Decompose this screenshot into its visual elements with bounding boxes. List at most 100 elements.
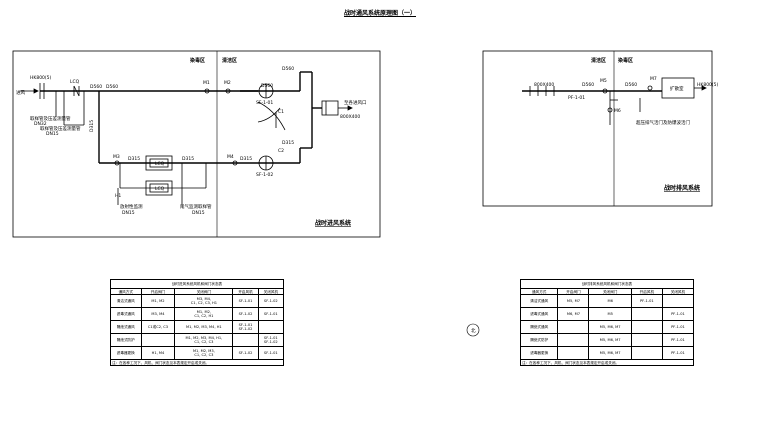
table-header-cell: 关闭阀门 [588,287,632,296]
intake-system-labels: 染毒区 清洁区 HK800(5) 进风 LCQ D560 D560 M1 M2 … [16,57,367,227]
m4-label: M4 [227,154,234,160]
table-caption: 战时排风系统风机和阀门状态表 [520,279,694,288]
note2-label: 取样管及压差测量管 [40,125,81,132]
table-cell: SF-1-01 [232,294,259,309]
exhaust-system-labels: 清洁区 染毒区 800X400 D560 D560 PF-1-01 M5 M6 … [534,57,719,192]
table-cell: PF-1-01 [661,333,695,348]
table-row: 隔绝式通风 M5, M6, M7 PF-1-01 [519,320,695,335]
table-cell: 隔绝式通风 [110,320,142,335]
intake-system-diagram [12,50,381,238]
d560-right-a-label: D560 [582,82,594,88]
table-cell: M5, M6, M7 [588,320,632,335]
table-cell: PF-1-01 [661,346,695,361]
valve-m4 [232,160,238,166]
table-cell [557,333,590,348]
filter-lcq-2 [145,180,173,196]
table-cell [630,346,663,361]
hk800-label: HK800(5) [30,75,52,81]
table-cell: PF-1-01 [630,294,663,309]
table-cell [557,346,590,361]
table-cell: 滤毒器更换 [110,346,142,361]
valve-m3 [114,160,120,166]
table-cell [557,320,590,335]
table-cell [232,333,259,348]
table-cell: M1, M2, C1, C2, H1 [174,307,234,322]
valve-m6 [607,107,613,113]
exhaust-system-diagram [482,50,713,207]
b800-label: 800X400 [340,114,360,120]
d560-right-b-label: D560 [625,82,637,88]
outlet-arrow [347,105,353,111]
d560-a-label: D560 [90,84,102,90]
pf101-label: PF-1-01 [568,95,585,101]
table-cell [630,333,663,348]
table-cell: PF-1-01 [661,320,695,335]
table-header-cell: 关闭风机 [257,287,285,296]
table-note-row: 注：在各种工况下，风机、阀门状态见本表规定开启或关闭。 [520,359,694,367]
sf101-label: SF-1-01 [256,100,273,106]
table-cell: 滤毒式通风 [110,307,142,322]
table-cell: M1, M2, M3, M4, H1 [174,320,234,335]
table-cell: 滤毒器更换 [519,346,559,361]
table-cell: M5 [588,307,632,322]
valve-m5 [602,88,608,94]
table-cell: 隔绝式通风 [519,320,559,335]
table-header-row: 通风方式开启阀门关闭阀门开启风机关闭风机 [110,287,285,296]
table-cell: SF-1-02 [232,346,259,361]
d560-b-label: D560 [106,84,118,90]
intake-system-title: 战时进风系统 [315,219,351,227]
zone-toxic-right-label: 染毒区 [618,57,633,64]
lcq-label: LCQ [70,79,80,85]
valve-m2 [225,88,231,94]
m2-label: M2 [224,80,231,86]
d560-c-label: D560 [261,83,273,89]
table-cell: M5, M6, M7 [588,333,632,348]
zone-clean-right-label: 清洁区 [591,57,606,64]
main-arrow-label: 至各进风口 [344,99,367,106]
north-mark: 北 [466,323,480,337]
table-cell [661,294,695,309]
table-cell: M1, M2, M3, C1, C2, C3 [174,346,234,361]
table-cell: 隔绝式防护 [110,333,142,348]
filter-lcq-1 [145,155,173,171]
table-header-row: 通风方式开启阀门关闭阀门开启风机关闭风机 [519,287,695,296]
table-note: 注：在各种工况下，风机、阀门状态见本表规定开启或关闭。 [520,359,694,367]
table-cell [630,307,663,322]
d315-v-label: D315 [89,120,95,132]
table-cell: SF-1-01 SF-1-02 [257,333,285,348]
hk800-right-label: HK800(5) [697,82,719,88]
c2-label: C2 [278,148,284,154]
m3-label: M3 [113,154,120,160]
exhaust-panel-frame [482,50,713,207]
inlet-arrow [33,88,39,94]
table-header-cell: 关闭风机 [661,287,695,296]
table-cell: 滤毒式通风 [519,307,559,322]
d560-top-label: D560 [282,66,294,72]
b800-right-label: 800X400 [534,82,554,88]
table-cell: M5, M6, M7 [588,346,632,361]
dn15-a-label: DN15 [46,131,59,137]
h1-label: H1 [115,193,121,199]
d315-a-label: D315 [128,156,140,162]
note1-label: 取样管及压差测量管 [30,115,71,122]
table-cell [630,320,663,335]
table-note: 注：在各种工况下，风机、阀门状态见本表规定开启或关闭。 [110,359,284,367]
exhaust-valve-state-table: 战时排风系统风机和阀门状态表 通风方式开启阀门关闭阀门开启风机关闭风机清洁式通风… [519,279,695,367]
table-cell: M6, M7 [557,307,590,322]
intake-valve-state-table: 战时进风系统风机和阀门状态表 通风方式开启阀门关闭阀门开启风机关闭风机清洁式通风… [110,279,285,367]
table-header-cell: 通风方式 [519,287,559,296]
lcq-filter1-label: LCQ [155,161,165,167]
d315-c-label: D315 [282,140,294,146]
lcq-filter2-label: LCQ [155,186,165,192]
table-cell: SF-1-01 SF-1-02 [232,320,259,335]
sf102-label: SF-1-02 [256,172,273,178]
north-mark-label: 北 [471,327,476,334]
zone-clean-label: 清洁区 [222,57,237,64]
